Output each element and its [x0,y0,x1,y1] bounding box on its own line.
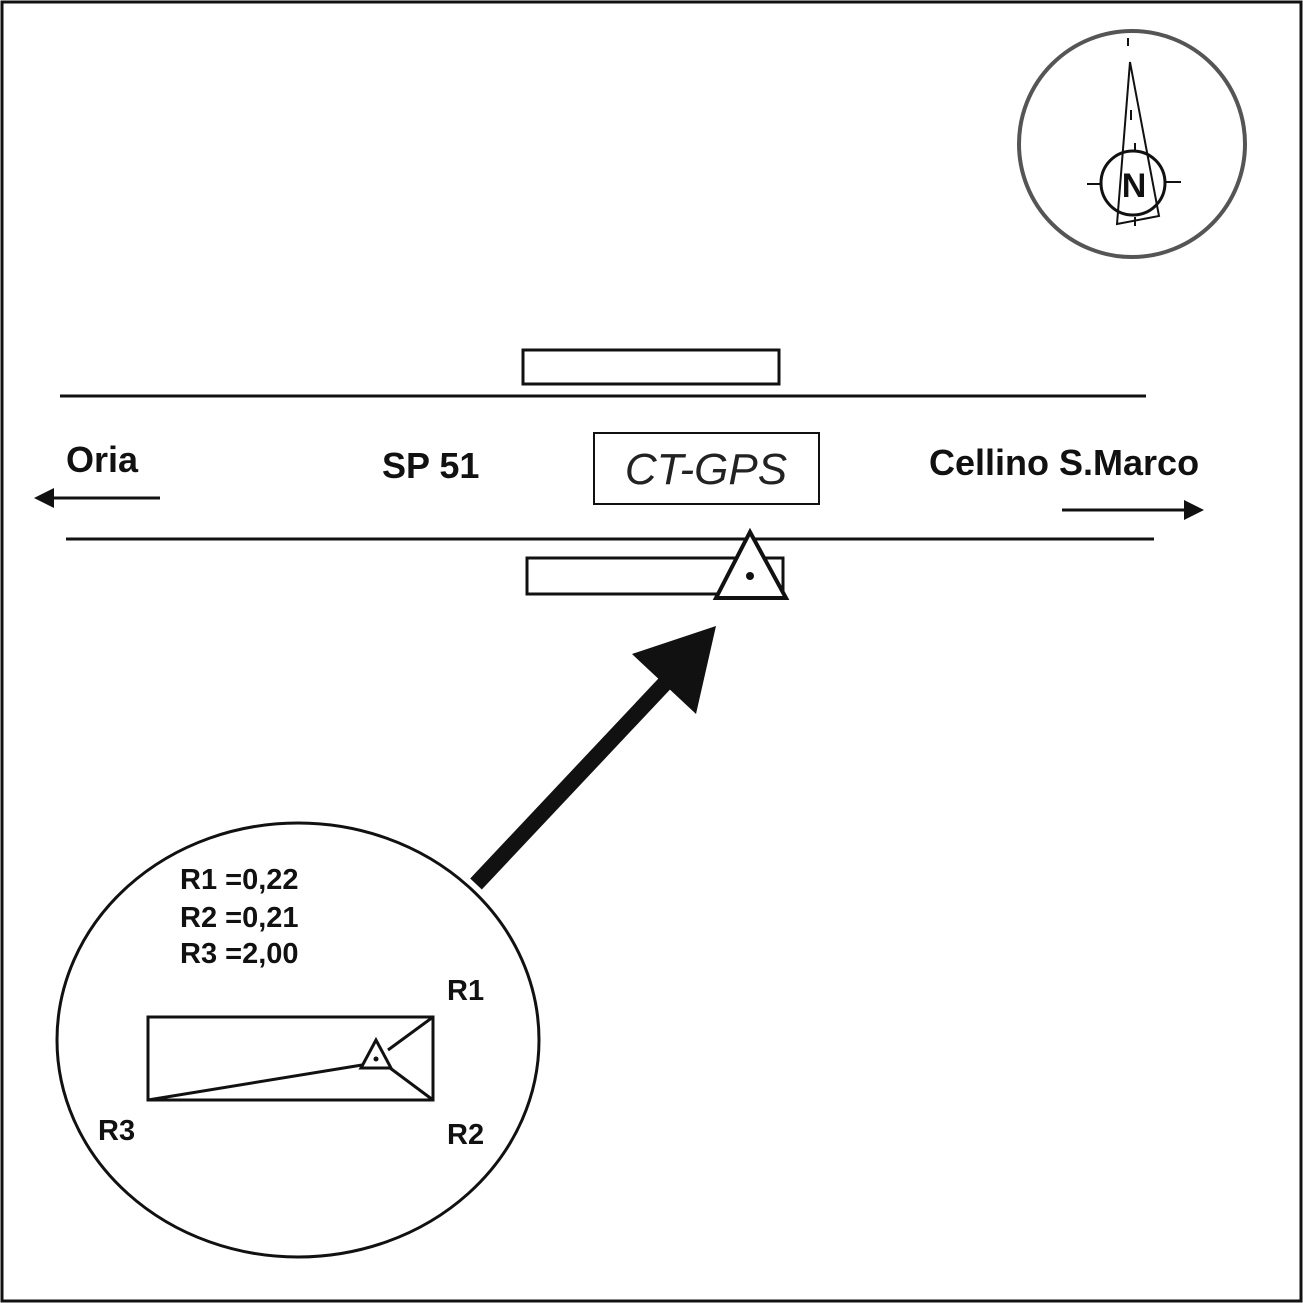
road-name-label: SP 51 [382,445,479,486]
corner-label-r2: R2 [447,1119,484,1151]
station-label-box [593,432,820,505]
compass-rose: N [1017,29,1247,259]
compass-needle [1115,61,1161,226]
distance-line-r3 [147,1063,363,1102]
station-marker-icon [712,527,790,600]
measurement-r3: R3 =2,00 [180,938,299,970]
arrow-left-icon [34,488,160,508]
structure-north [521,348,781,386]
corner-label-r3: R3 [98,1115,135,1147]
north-label: N [1122,167,1147,205]
distance-line-r2 [385,1063,434,1102]
distance-line-r1 [387,1015,434,1052]
inset-station-marker-icon [358,1036,394,1070]
destination-left-label: Oria [66,439,139,480]
measurement-r1: R1 =0,22 [180,864,299,896]
inset-circle [55,821,541,1259]
measurement-r2: R2 =0,21 [180,902,299,934]
inset-detail: R1 =0,22 R2 =0,21 R3 =2,00 R1 R2 R3 [55,821,541,1259]
pointer-arrow-icon [470,626,716,890]
corner-label-r1: R1 [447,975,484,1007]
inset-structure [146,1015,435,1102]
station-label: CT-GPS [625,445,787,494]
arrow-right-icon [1062,500,1204,520]
compass-ring [1017,29,1247,259]
structure-south [525,556,785,596]
destination-right-label: Cellino S.Marco [929,442,1199,483]
